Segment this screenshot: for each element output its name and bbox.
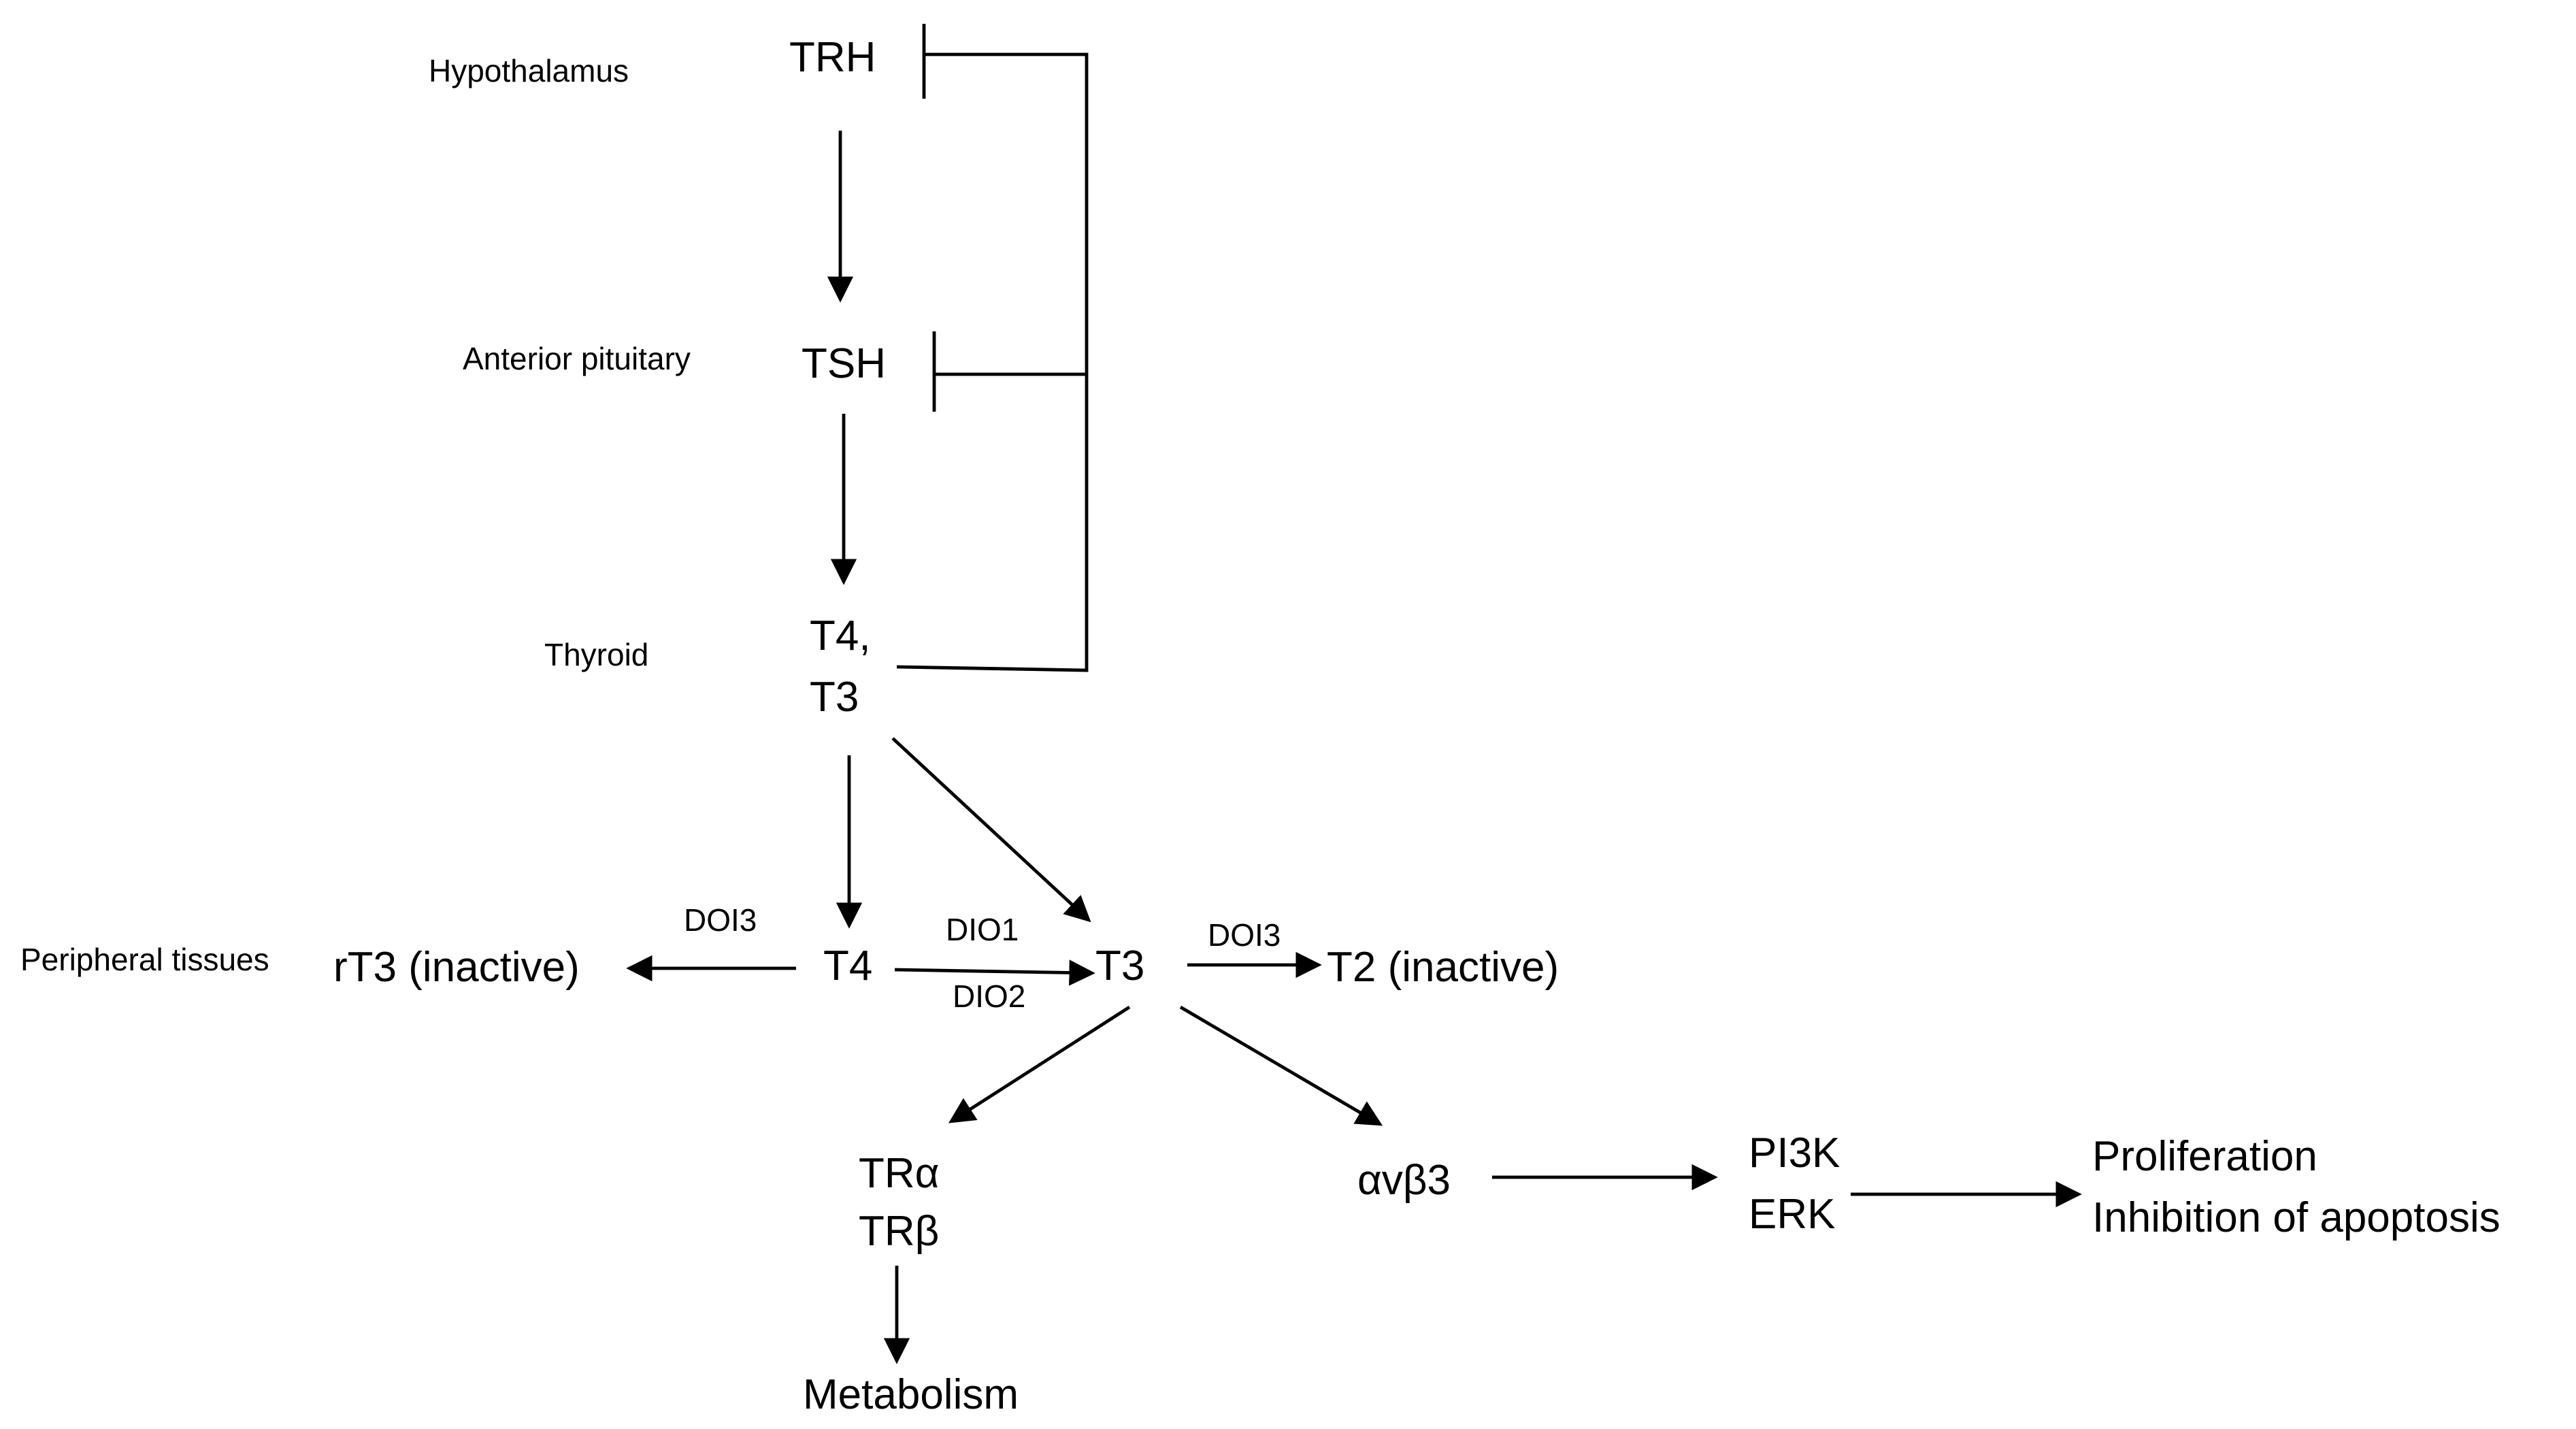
enzyme-dio2: DIO2 (953, 979, 1025, 1014)
node-tr-beta: TRβ (859, 1208, 939, 1255)
node-tsh: TSH (802, 340, 886, 387)
node-trh: TRH (789, 34, 876, 81)
node-metabolism: Metabolism (803, 1371, 1019, 1418)
node-pi3k: PI3K (1749, 1130, 1840, 1177)
enzyme-doi3-left: DOI3 (684, 902, 757, 938)
node-tr-alpha: TRα (859, 1150, 940, 1197)
level-peripheral-tissues: Peripheral tissues (20, 942, 269, 977)
node-inhibition-of-apoptosis: Inhibition of apoptosis (2092, 1194, 2500, 1241)
node-t4: T4 (823, 942, 872, 989)
node-integrin: αvβ3 (1357, 1157, 1451, 1204)
node-t3: T3 (1095, 942, 1144, 989)
node-rt3: rT3 (inactive) (333, 944, 580, 991)
enzyme-doi3-right: DOI3 (1208, 917, 1281, 953)
level-hypothalamus: Hypothalamus (429, 53, 629, 88)
level-thyroid: Thyroid (544, 637, 648, 672)
arrow-t3-to-tr (948, 1005, 1131, 1123)
level-anterior-pituitary: Anterior pituitary (463, 341, 691, 376)
arrow-t4-to-t3 (894, 959, 1095, 986)
node-t2: T2 (inactive) (1327, 944, 1559, 991)
feedback-loop-line (896, 52, 1089, 672)
arrow-thyroid-to-t3 (891, 737, 1091, 923)
node-erk: ERK (1749, 1191, 1835, 1238)
node-t3-thyroid: T3 (810, 674, 859, 721)
node-proliferation: Proliferation (2092, 1133, 2317, 1180)
arrow-t3-to-integrin (1179, 1005, 1383, 1126)
node-t4-thyroid: T4, (810, 612, 871, 659)
enzyme-dio1: DIO1 (946, 912, 1019, 947)
